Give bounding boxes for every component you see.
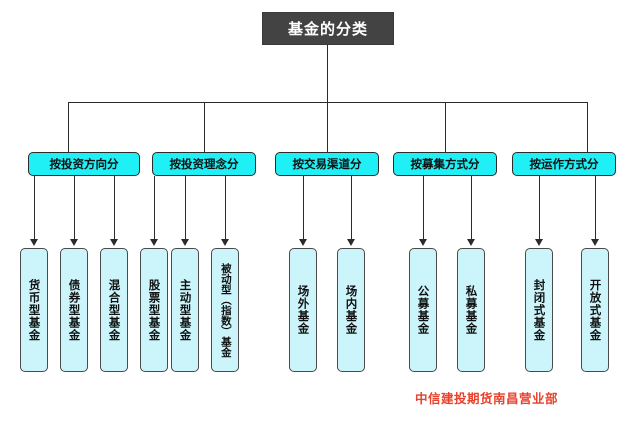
leaf-box-active-fund[interactable]: 主动型基金 [171, 248, 199, 372]
leaf-box-otc-fund[interactable]: 场外基金 [289, 248, 317, 372]
connector-arrow-head-1-3 [110, 239, 118, 246]
leaf-label: 主动型基金 [178, 278, 193, 342]
leaf-box-private-offering-fund[interactable]: 私募基金 [457, 248, 485, 372]
connector-bus-drop-4 [445, 102, 446, 152]
connector-arrow-head-5-1 [535, 239, 543, 246]
category-box-operation-method[interactable]: 按运作方式分 [512, 152, 616, 176]
leaf-label: 公募基金 [416, 285, 431, 335]
leaf-label: 场内基金 [344, 285, 359, 335]
connector-arrow-line-1-4 [154, 176, 155, 240]
connector-arrow-line-3-1 [303, 176, 304, 240]
connector-arrow-head-3-2 [347, 239, 355, 246]
category-label: 按投资方向分 [49, 157, 119, 171]
leaf-label: 被动型（指数）基金 [219, 262, 232, 358]
leaf-box-open-end-fund[interactable]: 开放式基金 [581, 248, 609, 372]
leaf-box-closed-end-fund[interactable]: 封闭式基金 [525, 248, 553, 372]
leaf-box-bond-fund[interactable]: 债券型基金 [60, 248, 88, 372]
connector-arrow-line-2-2 [225, 176, 226, 240]
category-label: 按募集方式分 [410, 157, 480, 171]
footer-branch-name: 中信建投期货南昌营业部 [415, 391, 559, 406]
root-node-label: 基金的分类 [287, 20, 368, 38]
category-label: 按投资理念分 [169, 157, 239, 171]
category-box-investment-direction[interactable]: 按投资方向分 [28, 152, 140, 176]
leaf-box-exchange-traded-fund[interactable]: 场内基金 [337, 248, 365, 372]
category-label: 按运作方式分 [529, 157, 599, 171]
connector-arrow-line-2-1 [185, 176, 186, 240]
connector-arrow-head-2-2 [221, 239, 229, 246]
connector-arrow-head-4-2 [467, 239, 475, 246]
leaf-label: 私募基金 [464, 285, 479, 335]
leaf-box-public-offering-fund[interactable]: 公募基金 [409, 248, 437, 372]
connector-arrow-line-4-1 [423, 176, 424, 240]
connector-arrow-head-1-4 [150, 239, 158, 246]
leaf-box-hybrid-fund[interactable]: 混合型基金 [100, 248, 128, 372]
leaf-label: 货币型基金 [27, 278, 42, 342]
connector-arrow-head-4-1 [419, 239, 427, 246]
connector-bus-drop-5 [587, 102, 588, 152]
connector-arrow-line-5-1 [539, 176, 540, 240]
connector-arrow-line-1-3 [114, 176, 115, 240]
connector-bus-drop-3 [327, 102, 328, 152]
connector-bus-drop-1 [68, 102, 69, 152]
connector-arrow-line-4-2 [471, 176, 472, 240]
category-box-trading-channel[interactable]: 按交易渠道分 [275, 152, 379, 176]
leaf-label: 股票型基金 [147, 278, 162, 342]
connector-arrow-head-3-1 [299, 239, 307, 246]
category-label: 按交易渠道分 [292, 157, 362, 171]
leaf-label: 开放式基金 [588, 278, 603, 342]
leaf-label: 债券型基金 [67, 278, 82, 342]
category-box-investment-philosophy[interactable]: 按投资理念分 [152, 152, 256, 176]
leaf-box-equity-fund[interactable]: 股票型基金 [140, 248, 168, 372]
root-node-fund-classification[interactable]: 基金的分类 [262, 12, 394, 45]
connector-arrow-head-5-2 [591, 239, 599, 246]
connector-arrow-line-1-2 [74, 176, 75, 240]
connector-arrow-line-3-2 [351, 176, 352, 240]
connector-root-trunk [327, 45, 328, 102]
leaf-box-money-market-fund[interactable]: 货币型基金 [20, 248, 48, 372]
category-box-fundraising-method[interactable]: 按募集方式分 [393, 152, 497, 176]
leaf-label: 混合型基金 [107, 278, 122, 342]
leaf-box-passive-index-fund[interactable]: 被动型（指数）基金 [211, 248, 239, 372]
connector-arrow-head-1-2 [70, 239, 78, 246]
connector-bus-drop-2 [204, 102, 205, 152]
connector-arrow-head-1-1 [30, 239, 38, 246]
connector-arrow-head-2-1 [181, 239, 189, 246]
leaf-label: 封闭式基金 [532, 278, 547, 342]
connector-arrow-line-1-1 [34, 176, 35, 240]
connector-arrow-line-5-2 [595, 176, 596, 240]
leaf-label: 场外基金 [296, 285, 311, 335]
